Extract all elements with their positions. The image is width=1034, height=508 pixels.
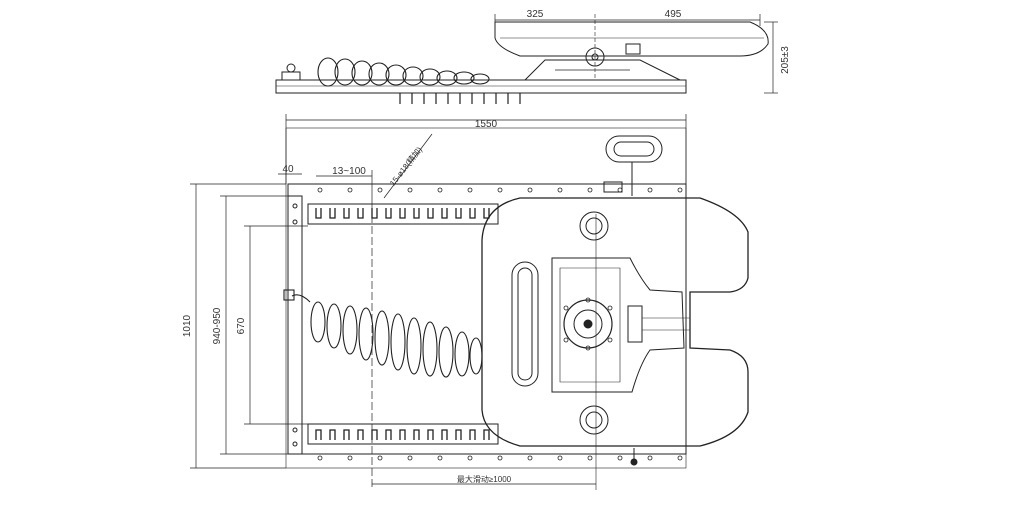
release-handle	[605, 135, 663, 163]
side-base-plate	[275, 79, 687, 94]
fifth-wheel-plate	[481, 197, 749, 447]
top-slots	[315, 208, 490, 219]
dim-travel: 最大滑动≥1000	[457, 474, 512, 484]
dim-overall-width: 1550	[475, 119, 498, 130]
bolt-row-bottom	[317, 455, 683, 461]
plan-coil	[283, 289, 483, 378]
bolt-row-top	[317, 187, 683, 193]
side-mount	[524, 59, 681, 81]
dim-top-left: 325	[527, 9, 544, 20]
plan-dimensions	[190, 114, 687, 485]
dim-slot-pitch: 13~100	[332, 166, 366, 177]
dim-top-right: 495	[665, 9, 682, 20]
dim-slot-note: 15-ø18(精加)	[387, 144, 424, 187]
mount-hole-top	[579, 211, 609, 241]
kingpin-lock	[563, 299, 613, 349]
left-rail	[287, 195, 303, 455]
dim-top-height: 205±3	[780, 46, 791, 74]
side-teeth	[399, 93, 521, 104]
side-connector	[281, 71, 301, 81]
bottom-slot-rail	[307, 423, 499, 445]
lube-slot	[511, 261, 539, 387]
mount-hole-bottom	[579, 405, 609, 435]
jaw-frame	[551, 257, 685, 393]
bottom-slots	[315, 429, 490, 440]
side-top-plate	[494, 21, 769, 57]
dim-rail-span: 940-950	[212, 307, 223, 344]
dim-inner-span: 670	[236, 317, 247, 334]
dim-overall-height: 1010	[182, 314, 193, 337]
side-view	[275, 14, 778, 104]
top-slot-rail	[307, 203, 499, 225]
plan-base-outline	[285, 127, 687, 469]
plan-view	[283, 127, 749, 490]
side-coil	[317, 57, 490, 87]
lock-lever	[627, 305, 643, 343]
dim-edge-offset: 40	[282, 164, 294, 175]
